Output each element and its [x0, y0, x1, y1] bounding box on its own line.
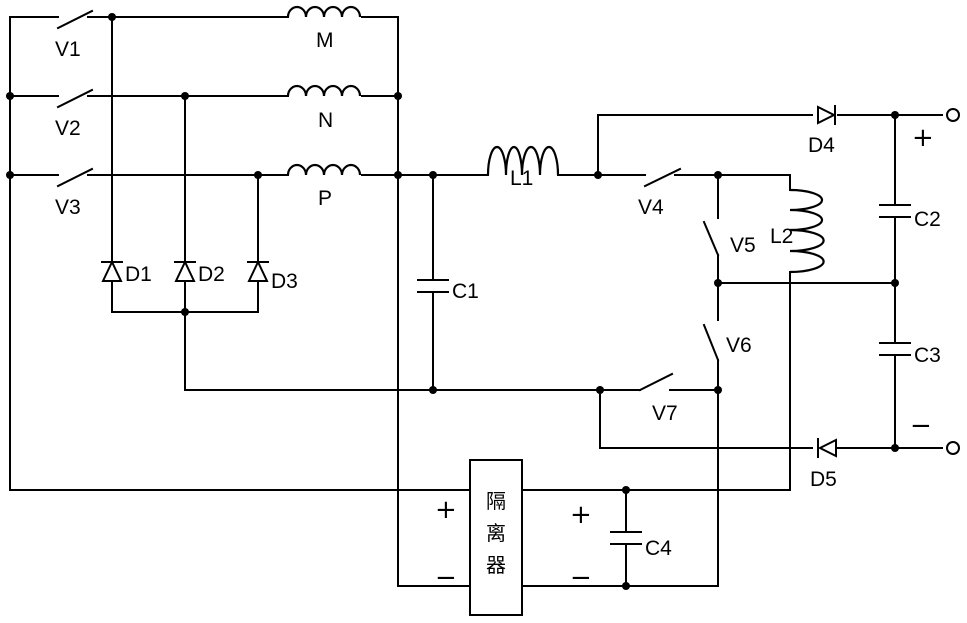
label-l2: L2 [770, 225, 793, 248]
isolator-char-1: 隔 [486, 489, 506, 513]
inductor-n [288, 86, 360, 96]
label-v1: V1 [55, 38, 81, 61]
label-v2: V2 [55, 117, 81, 140]
label-v4: V4 [638, 196, 664, 219]
diode-d4 [818, 106, 835, 124]
label-p: P [318, 187, 332, 210]
label-m: M [316, 29, 334, 52]
isolator-left-plus-sign: + [435, 495, 457, 525]
capacitor-c2 [880, 205, 910, 217]
label-d2: D2 [198, 263, 225, 286]
diode-d1 [102, 262, 122, 281]
output-plus-sign: + [912, 123, 934, 153]
label-c1: C1 [452, 280, 479, 303]
switch-v6 [704, 325, 718, 360]
switch-v4 [645, 169, 680, 186]
isolator-char-2: 离 [486, 521, 506, 545]
capacitor-c4 [611, 532, 641, 544]
inductor-m [288, 7, 360, 17]
switch-v3 [58, 169, 92, 186]
label-d1: D1 [125, 263, 152, 286]
label-l1: L1 [510, 167, 533, 190]
diode-d5 [818, 439, 836, 457]
output-terminal-positive [947, 109, 959, 121]
label-c2: C2 [914, 208, 941, 231]
switch-v2 [58, 90, 92, 107]
isolator-left-minus-sign: − [435, 563, 457, 593]
label-c3: C3 [914, 344, 941, 367]
label-n: N [318, 109, 333, 132]
output-minus-sign: − [910, 411, 932, 441]
switch-v1 [58, 11, 92, 28]
inductor-l2 [790, 190, 824, 272]
capacitor-c1 [418, 280, 448, 292]
capacitor-c3 [880, 343, 910, 355]
label-v3: V3 [55, 196, 81, 219]
isolator-right-minus-sign: − [570, 563, 592, 593]
label-d4: D4 [808, 134, 835, 157]
label-v6: V6 [726, 334, 752, 357]
diode-d2 [175, 262, 195, 281]
switch-v7 [640, 374, 672, 390]
label-d5: D5 [810, 468, 837, 491]
label-v7: V7 [652, 402, 678, 425]
switch-v5 [704, 222, 718, 255]
label-d3: D3 [271, 270, 298, 293]
inductor-p [288, 165, 360, 175]
label-c4: C4 [645, 537, 672, 560]
label-v5: V5 [730, 234, 756, 257]
output-terminal-negative [947, 442, 959, 454]
isolator-char-3: 器 [486, 553, 506, 577]
diode-d3 [248, 262, 268, 281]
isolator-right-plus-sign: + [570, 500, 592, 530]
